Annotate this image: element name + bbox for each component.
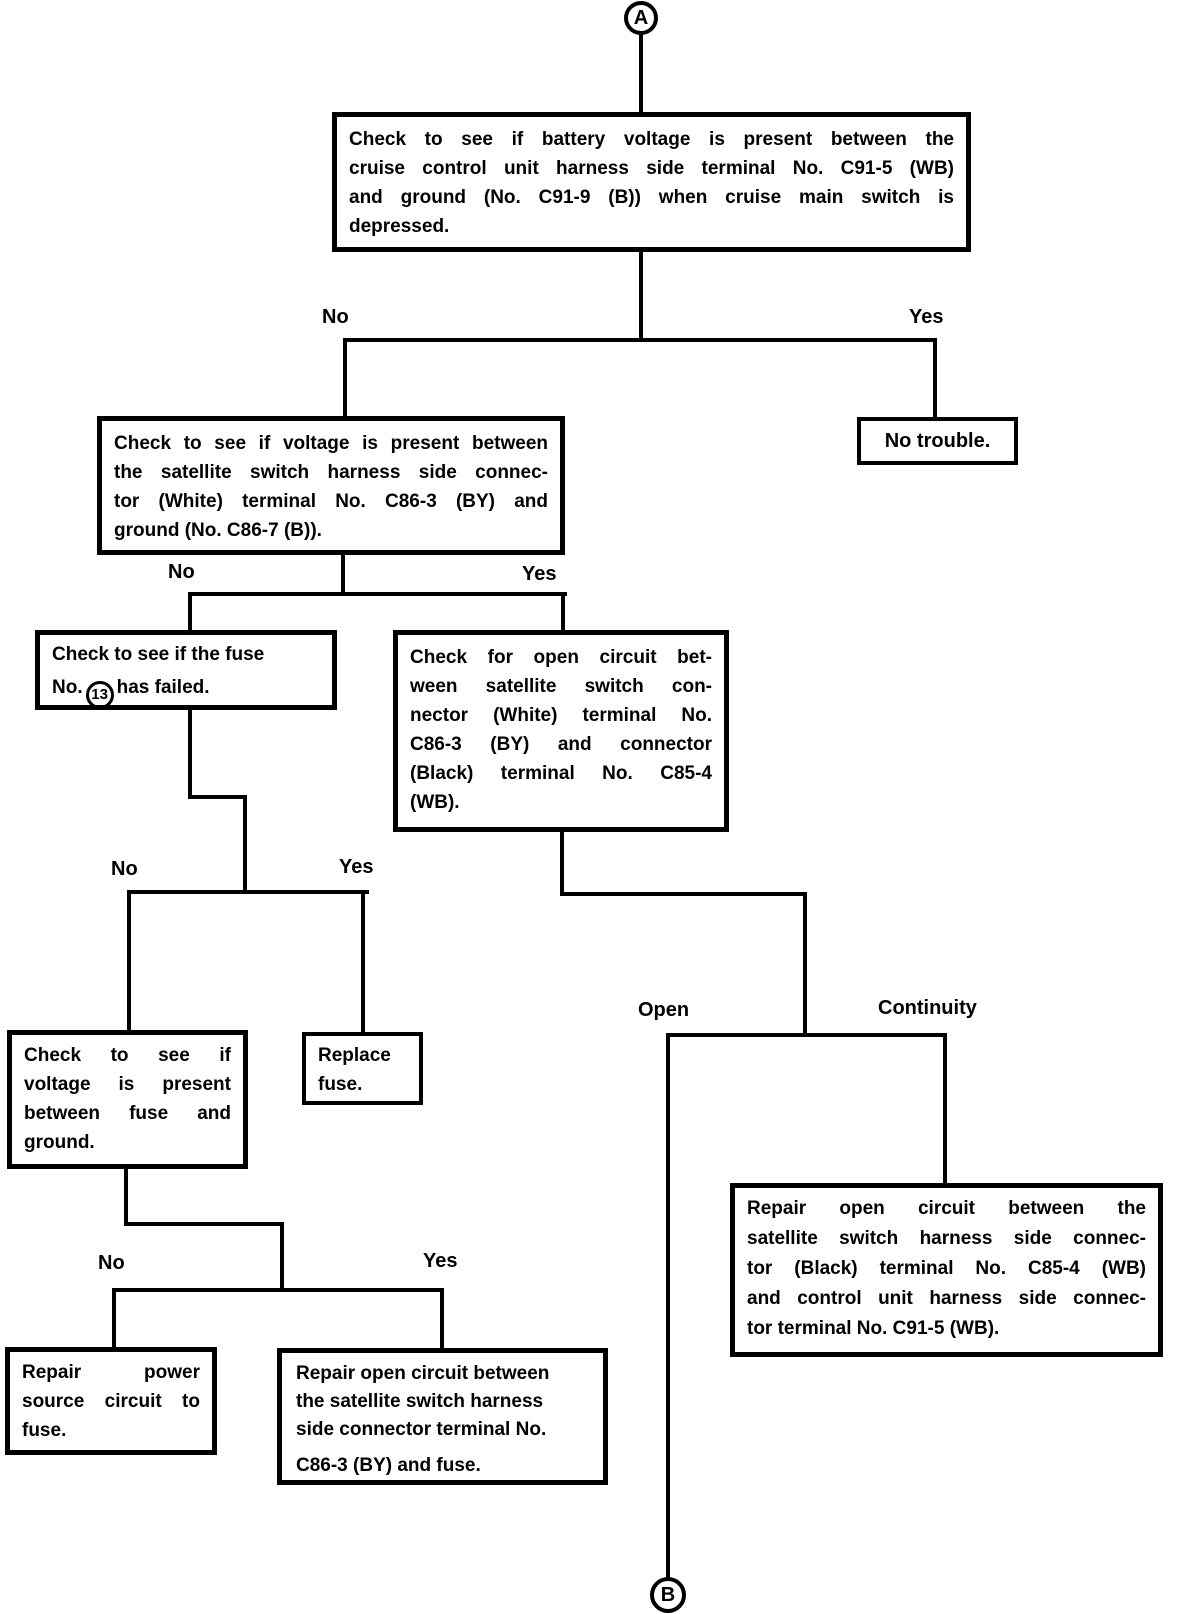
box-text-line: tor terminal No. C91-5 (WB). [747, 1318, 1000, 1339]
flow-line [560, 892, 807, 896]
flow-line [361, 890, 365, 1036]
flow-line [124, 1222, 284, 1226]
box-text-line: ween satellite switch con- [410, 676, 712, 697]
box-text-line: ground (No. C86-7 (B)). [114, 520, 322, 541]
box-text-line: tor (White) terminal No. C86-3 (BY) and [114, 491, 548, 512]
box-text-line: the satellite switch harness side connec… [114, 462, 548, 483]
branch-label-open: Open [638, 999, 690, 1021]
box-text-line: Repair power [22, 1362, 200, 1383]
flow-line [188, 708, 192, 799]
flow-line [188, 592, 192, 633]
flow-line [666, 1033, 670, 1579]
flow-line [440, 1288, 444, 1350]
connector-b-circle: B [650, 1577, 686, 1613]
flow-line [639, 252, 643, 342]
flow-line [341, 555, 345, 596]
branch-label-no: No [111, 858, 138, 880]
branch-label-continuity: Continuity [878, 997, 977, 1019]
flow-line [666, 1033, 947, 1037]
box-text-line: Check to see if voltage is present betwe… [114, 433, 548, 454]
flow-line [127, 890, 369, 894]
flow-line [243, 795, 247, 894]
flow-line [112, 1288, 116, 1349]
flow-box-no-trouble: No trouble. [857, 417, 1018, 465]
fuse-number-badge: 13 [85, 681, 114, 709]
branch-label-no: No [98, 1252, 125, 1274]
flow-box-check-satellite-voltage: Check to see if voltage is present betwe… [97, 416, 565, 555]
flow-line [124, 1167, 128, 1226]
box-text-line: Check to see if the fuse [52, 644, 265, 665]
flow-box-check-fuse-voltage: Check to see if voltage is present betwe… [7, 1030, 248, 1169]
flow-line [561, 592, 565, 633]
box-text-line: satellite switch harness side connec- [747, 1228, 1146, 1249]
branch-label-yes: Yes [339, 856, 374, 878]
flow-line [343, 338, 937, 342]
box-text-line: Repair open circuit between the [747, 1198, 1146, 1219]
box-text-line: fuse. [318, 1074, 363, 1095]
box-text-line: side connector terminal No. [296, 1419, 547, 1440]
box-text-line: cruise control unit harness side termina… [349, 158, 954, 179]
box-text-line: Check for open circuit bet- [410, 647, 712, 668]
flow-box-check-open-circuit: Check for open circuit bet- ween satelli… [393, 630, 729, 832]
flow-line [280, 1222, 284, 1292]
box-text-line: Replace [318, 1045, 391, 1066]
branch-label-yes: Yes [522, 563, 557, 585]
flow-line [343, 338, 347, 418]
flow-line [803, 892, 807, 1037]
connector-a-circle: A [624, 1, 658, 35]
branch-label-yes: Yes [423, 1250, 458, 1272]
flow-box-check-battery-voltage: Check to see if battery voltage is prese… [332, 112, 971, 252]
box-text-line: fuse. [22, 1420, 67, 1441]
box-text-line: Check to see if [24, 1045, 231, 1066]
branch-label-yes: Yes [909, 306, 944, 328]
box-text-line: C86-3 (BY) and connector [410, 734, 712, 755]
flow-line [112, 1288, 444, 1292]
flow-line [639, 34, 643, 112]
box-text-line: source circuit to [22, 1391, 200, 1412]
box-text-line: ground. [24, 1132, 95, 1153]
box-text-line: No trouble. [884, 429, 991, 452]
box-text-line: depressed. [349, 216, 450, 237]
branch-label-no: No [322, 306, 349, 328]
flow-line [560, 830, 564, 896]
flow-box-repair-power-source: Repair power source circuit to fuse. [5, 1347, 217, 1455]
flow-line [933, 338, 937, 419]
flow-box-repair-open-circuit-fuse: Repair open circuit between the satellit… [277, 1348, 608, 1485]
flow-box-replace-fuse: Replace fuse. [302, 1032, 423, 1105]
box-text-line: the satellite switch harness [296, 1391, 544, 1412]
fuse-line-suffix: has failed. [116, 677, 210, 698]
box-text-line: C86-3 (BY) and fuse. [296, 1455, 481, 1476]
branch-label-no: No [168, 561, 195, 583]
box-text-line: Repair open circuit between [296, 1363, 550, 1384]
box-text-line: (WB). [410, 792, 460, 813]
box-text-line: voltage is present [24, 1074, 231, 1095]
box-text-line: between fuse and [24, 1103, 231, 1124]
box-text-line: nector (White) terminal No. [410, 705, 712, 726]
flow-box-repair-open-circuit-control: Repair open circuit between the satellit… [730, 1183, 1163, 1357]
box-text-line: tor (Black) terminal No. C85-4 (WB) [747, 1258, 1146, 1279]
fuse-line-prefix: No. [52, 677, 83, 698]
flow-line [127, 890, 131, 1033]
box-text-line: and ground (No. C91-9 (B)) when cruise m… [349, 187, 954, 208]
flow-line [188, 592, 567, 596]
flow-line [943, 1033, 947, 1185]
flow-line [188, 795, 247, 799]
box-text-line: and control unit harness side connec- [747, 1288, 1146, 1309]
box-text-line: Check to see if battery voltage is prese… [349, 129, 954, 150]
box-text-line: (Black) terminal No. C85-4 [410, 763, 712, 784]
